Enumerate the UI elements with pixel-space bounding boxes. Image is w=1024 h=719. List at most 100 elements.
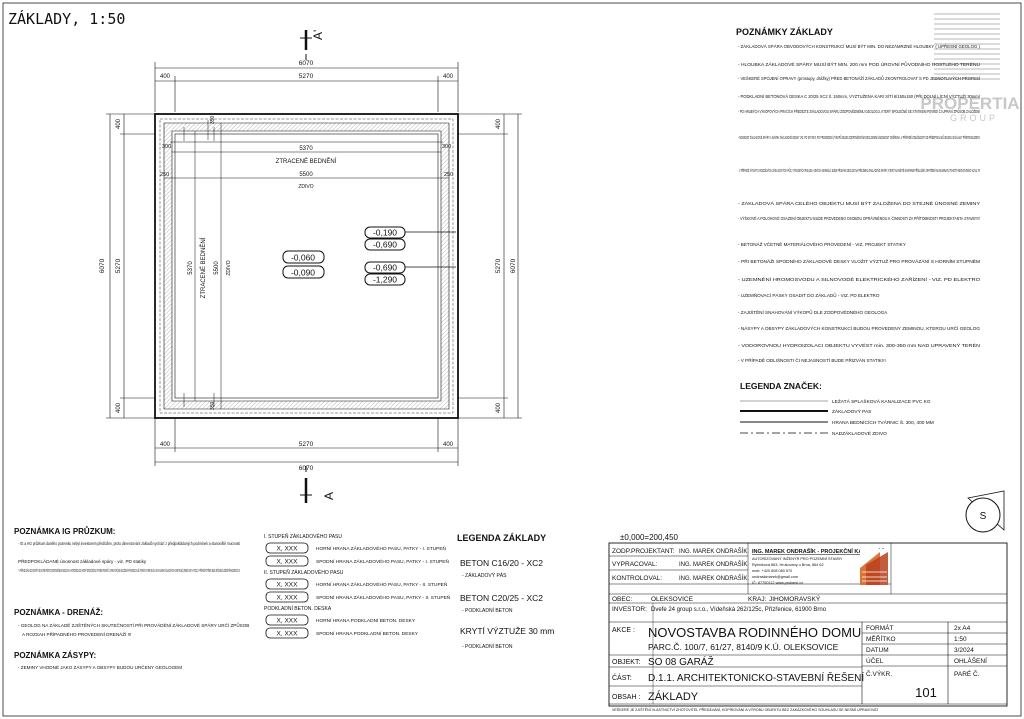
levels-group-title-1: I. STUPEŇ ZÁKLADOVÉHO PASU [264,533,342,540]
tb-obec-label: OBEC: [612,596,632,603]
lf-sub-3: - PODKLADNÍ BETON [462,643,513,650]
drainage-note-title: POZNÁMKA - DRENÁŽ: [14,608,103,617]
level-tag-box [265,614,309,626]
tb-investor-label: INVESTOR: [612,606,647,613]
drainage-line-2: A ROZSAH PŘÍPADNÉHO PROVEDENÍ DRENÁŽÍ !!… [22,630,131,637]
elev-r1-top: -0,190 [373,228,397,238]
level-tag-box [265,542,309,554]
left-dimensions [106,113,155,419]
dim-bottom-left: 400 [160,442,171,448]
dim-right-top: 400 [496,118,502,129]
tb-row1-label: ZODP.PROJEKTANT: [612,548,675,555]
brand-sub: GROUP [950,113,998,123]
lf-item-1: BETON C16/20 - XC2 [460,558,543,568]
section-marker-bottom: A [300,466,336,503]
meta-2-value: 1:50 [954,636,967,643]
ig-note-line-1: - IG a HG průzkum daného pozemku nebyl i… [18,540,240,546]
levels-legend: I. STUPEŇ ZÁKLADOVÉHO PASU X, XXX HORNÍ HR… [264,533,451,639]
lf-sub-1: - ZÁKLADOVÝ PÁS [462,572,507,579]
tb-kraj-label: KRAJ: [748,596,767,603]
tb-row3-label: KONTROLOVAL: [612,575,662,582]
dim-bottom-inner: 5270 [299,441,314,448]
dim-right-bottom: 400 [496,402,502,413]
label-vert-zdivo: ZDIVO [226,260,232,275]
levels-group-title-2: II. STUPEŇ ZÁKLADOVÉHO PASU [264,569,344,576]
dim-bottom-overall: 6070 [299,465,314,472]
level-tag: X, XXX [277,595,299,602]
note-item-9: - VÝŠKOVÉ A POLOHOVÉ OSAZENÍ OBJEKTU BUD… [738,214,980,221]
dim-right-overall: 6070 [510,258,517,273]
note-item-3: - VEŠKERÉ SPOJENÍ OPRAVY (prostupy, dráž… [738,74,981,81]
top-dimensions [154,62,459,112]
dim-plan-left-250: 250 [160,172,169,178]
level-tag: X, XXX [277,546,299,553]
firm-line-3: mob: +420 608 080 570 [752,569,792,573]
label-ztracene-bedneni: ZTRACENÉ BEDNĚNÍ [276,157,337,165]
dim-left-overall: 6070 [99,258,106,273]
firm-line-2: Rybníková 863, Hrušovany u Brna, 664 62 [752,563,824,567]
legend-sym-4: NADZÁKLADOVÉ ZDIVO [832,430,887,437]
level-tag: X, XXX [277,582,299,589]
label-zdivo: ZDIVO [298,184,313,190]
level-description: HORNÍ HRANA PODKLADNÍ BETON. DESKY [316,617,416,624]
legend-sym-3: HRANA BEDNÍCÍCH TVÁRNIC Š. 300, 400 MM [832,419,934,426]
note-item-7: - V PŘÍPADĚ VÝSKYTU ROZDÍLNÝCH ZÁKLADOVÝ… [738,166,980,173]
elevation-tag-right2: -0,690 -1,290 [364,261,456,286]
meta-3-label: DATUM [866,647,889,654]
dim-plan-left-300: 300 [162,144,171,150]
drainage-line-1: - GEOLOG NA ZÁKLADĚ ZJIŠTĚNÝCH SKUTEČNOS… [18,621,249,628]
firm-logo [860,549,888,585]
ig-note-text: - IG a HG průzkum daného pozemku nebyl i… [18,540,240,573]
tb-row2-value: ING. MAREK ONDRAŠÍK [679,561,747,568]
note-item-13: - UZEMŇOVACÍ PÁSKY OSADIT DO ZÁKLADŮ - V… [738,292,880,298]
dim-bottom-right: 400 [443,442,454,448]
legend-foundations-title: LEGENDA ZÁKLADY [457,533,546,543]
section-marker-top: A' [300,30,325,60]
dim-plan-vert-5370: 5370 [188,261,194,275]
note-item-14: - ZAJIŠTĚNÍ SNAHOVÁNÍ VÝKOPŮ DLE ZODPOVĚ… [738,308,888,315]
tb-investor-value: Dvefe 24 group s.r.o., Vídeňská 262/125c… [651,607,827,613]
elev-left-top: -0,060 [291,253,315,263]
dim-left-bottom: 400 [116,402,122,413]
level-tag: X, XXX [277,631,299,638]
dim-top-overall: 6070 [299,60,314,67]
note-item-1: - ZÁKLADOVÁ SPÁRA OBVODOVÝCH KONSTRUKCÍ … [738,42,980,49]
level-tag: X, XXX [277,618,299,625]
tb-cast-value: D.1.1. ARCHITEKTONICKO-STAVEBNÍ ŘEŠENÍ [648,671,864,684]
dim-plan-350-top: 350 [210,115,216,124]
tb-kraj-value: JIHOMORAVSKÝ [769,594,821,603]
sheet-title: ZÁKLADY, 1:50 [8,9,125,28]
plan-internal-dimensions [164,120,449,409]
level-description: SPODNÍ HRANA PODKLADNÍ BETON. DESKY [316,630,419,637]
note-item-6: - NOSNOST ZÁKLADOVÉ SPÁRY A NÁVRH ZÁKLAD… [738,133,980,140]
lf-item-2: BETON C20/25 - XC2 [460,593,543,603]
lf-sub-2: - PODKLADNÍ BETON [462,607,513,614]
note-item-4: - PODKLADNÍ BETONOVÁ DESKA C 20/25 XC2 t… [738,92,980,99]
title-block [608,542,1008,707]
level-tag-box [265,578,309,590]
backfill-line-1: - ZEMINY VHODNÉ JAKO ZÁSYPY A OBSYPY BUD… [18,664,182,670]
tb-row3-value: ING. MAREK ONDRAŠÍK [679,575,747,582]
legend-symbols-title: LEGENDA ZNAČEK: [740,380,822,391]
foundation-plan [154,113,459,419]
dim-left-inner: 5270 [115,258,122,273]
tb-sheet-number: 101 [915,685,937,700]
elev-r2-top: -0,690 [373,263,397,273]
dim-top-right: 400 [443,74,454,80]
north-symbol: S [965,490,1005,533]
dim-plan-5500: 5500 [299,172,313,178]
note-item-16: - VODOROVNOU HYDROIZOLACI OBJEKTU VYVÉST… [738,342,980,348]
note-item-5: - PO HRUBÝCH VÝKOPOVÝCH PRACÍCH PŘEDEJTE… [738,107,980,114]
bottom-dimensions [154,418,459,466]
level-tag-box [265,555,309,567]
notes-list: - ZÁKLADOVÁ SPÁRA OBVODOVÝCH KONSTRUKCÍ … [738,42,981,363]
level-tag-box [265,627,309,639]
meta-1-label: FORMÁT [866,623,893,632]
note-item-15: - NÁSYPY A OBSYPY ZÁKLADOVÝCH KONSTRUKCÍ… [738,325,980,331]
tb-objekt-label: OBJEKT: [612,659,640,666]
elev-r2-bottom: -1,290 [373,275,397,285]
dim-right-inner: 5270 [495,258,502,273]
tb-pare-label: PARÉ Č. [954,669,980,678]
dim-top-left: 400 [160,74,171,80]
